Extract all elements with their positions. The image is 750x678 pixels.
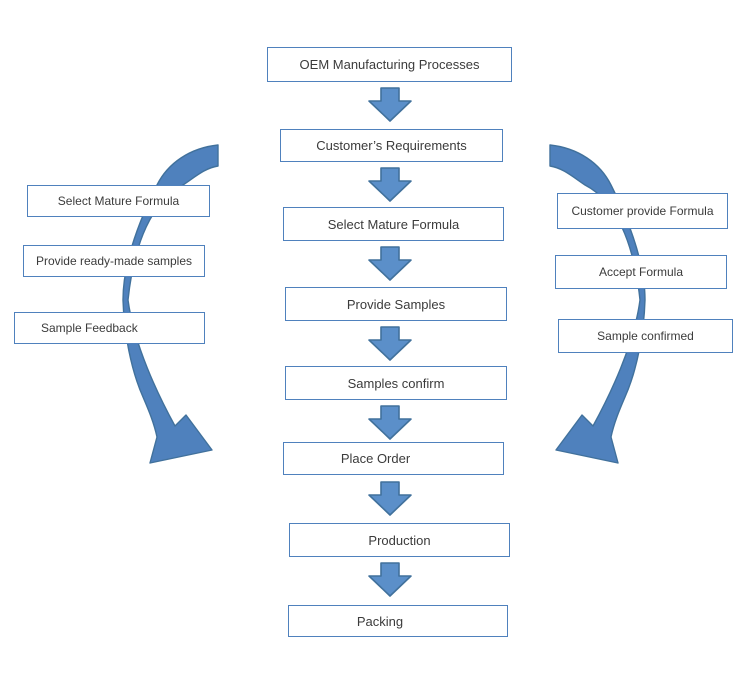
- right-branch-sample-confirmed: Sample confirmed: [558, 319, 733, 353]
- left-branch-select-mature-formula: Select Mature Formula: [27, 185, 210, 217]
- flow-step-customers-requirements: Customer’s Requirements: [280, 129, 503, 162]
- curved-arrow-right-icon: [549, 144, 646, 464]
- down-arrow-icon: [368, 326, 412, 361]
- flow-step-production: Production: [289, 523, 510, 557]
- right-branch-accept-formula: Accept Formula: [555, 255, 727, 289]
- down-arrow-icon: [368, 246, 412, 281]
- down-arrow-icon: [368, 87, 412, 122]
- flow-step-select-mature-formula: Select Mature Formula: [283, 207, 504, 241]
- down-arrow-icon: [368, 562, 412, 597]
- left-branch-sample-feedback: Sample Feedback: [14, 312, 205, 344]
- right-branch-customer-provide-formula: Customer provide Formula: [557, 193, 728, 229]
- left-branch-provide-ready-made-samples: Provide ready-made samples: [23, 245, 205, 277]
- flow-step-provide-samples: Provide Samples: [285, 287, 507, 321]
- down-arrow-icon: [368, 167, 412, 202]
- down-arrow-icon: [368, 405, 412, 440]
- down-arrow-icon: [368, 481, 412, 516]
- flow-step-oem-manufacturing-processes: OEM Manufacturing Processes: [267, 47, 512, 82]
- flow-step-samples-confirm: Samples confirm: [285, 366, 507, 400]
- flow-step-packing: Packing: [288, 605, 508, 637]
- flow-step-place-order: Place Order: [283, 442, 504, 475]
